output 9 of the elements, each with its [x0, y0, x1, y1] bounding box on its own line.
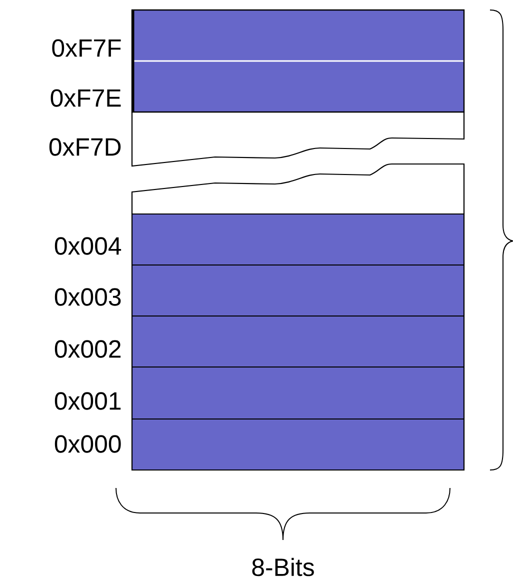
address-label: 0x002: [54, 340, 121, 358]
address-label: 0x004: [54, 237, 122, 255]
address-label: 0x000: [54, 435, 121, 453]
address-label: 0x003: [54, 288, 121, 306]
address-label: 0xF7E: [50, 89, 121, 107]
address-label: 0x001: [54, 392, 121, 410]
address-label: 0xF7F: [52, 39, 121, 57]
address-label: 0xF7D: [49, 138, 121, 156]
width-label: 8-Bits: [252, 558, 314, 576]
